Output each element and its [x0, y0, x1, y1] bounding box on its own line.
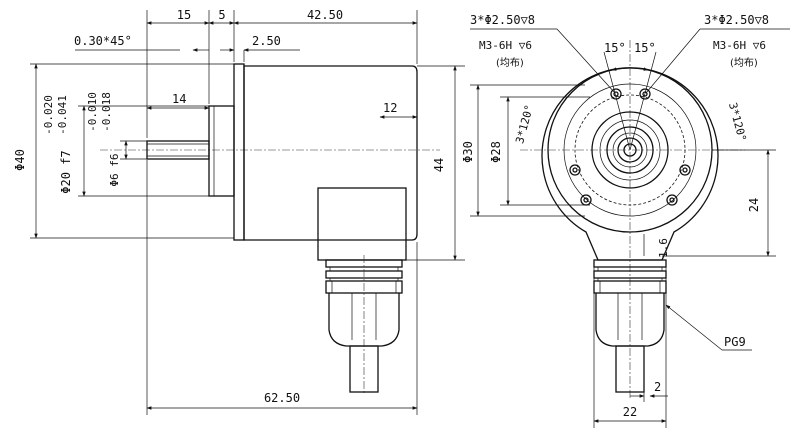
thread-spec-right: M3-6H ▽6: [713, 39, 766, 52]
dim-14: 14: [172, 92, 186, 106]
hole-spec-right: 3*Φ2.50▽8: [704, 13, 769, 27]
dim-top-42-50: 42.50: [307, 8, 343, 22]
dim-dia-40: Φ40: [13, 149, 27, 171]
dim-chamfer: 0.30*45°: [74, 34, 132, 48]
front-view: 15° 15° 3*Φ2.50▽8 M3-6H ▽6 (均布) 3*Φ2.50▽…: [461, 13, 790, 428]
cable-outline: [349, 345, 379, 393]
pattern-left: 3*120°: [513, 103, 536, 145]
dim-dia-6: Φ6 f6: [108, 153, 121, 186]
angle-left: 15°: [604, 41, 626, 55]
mount-hole: [666, 194, 678, 206]
mount-hole: [639, 88, 651, 100]
mount-hole: [569, 164, 581, 176]
hole-spec-left: 3*Φ2.50▽8: [470, 13, 535, 27]
side-view: 15 5 42.50 0.30*45° 2.50 14 12 44 62.50 …: [13, 8, 465, 415]
dim-top-5: 5: [218, 8, 225, 22]
flange-outline: [233, 63, 245, 241]
dim-dia-20: Φ20 f7: [59, 150, 73, 193]
dim-12: 12: [383, 101, 397, 115]
mount-hole: [580, 194, 592, 206]
mount-hole: [679, 164, 691, 176]
dim-2-50: 2.50: [252, 34, 281, 48]
tol-40-upper: -0.020: [42, 95, 55, 135]
gland-label: PG9: [724, 335, 746, 349]
mounting-holes: [569, 88, 691, 206]
dim-62-50: 62.50: [264, 391, 300, 405]
mount-hole: [610, 88, 622, 100]
tol-20-upper: -0.010: [86, 92, 99, 132]
spigot-circle: [591, 111, 669, 189]
dim-dia-28: Φ28: [489, 141, 503, 163]
note-left: (均布): [496, 57, 524, 69]
front-cable: [615, 345, 645, 393]
dim-dia-30: Φ30: [461, 141, 475, 163]
thread-spec-left: M3-6H ▽6: [479, 39, 532, 52]
connector-box: [317, 187, 407, 261]
tol-40-lower: -0.041: [56, 95, 69, 135]
tol-20-lower: -0.018: [100, 92, 113, 132]
housing-outline: [243, 65, 418, 241]
dim-24: 24: [747, 198, 761, 212]
dim-1-6: 1.6: [657, 238, 670, 258]
pattern-right: 3*120°: [726, 101, 749, 143]
angle-right: 15°: [634, 41, 656, 55]
note-right: (均布): [730, 57, 758, 69]
spigot-outline: [208, 105, 235, 197]
dim-2: 2: [654, 380, 661, 394]
dim-top-15: 15: [177, 8, 191, 22]
dim-44: 44: [432, 158, 446, 172]
shaft-circle: [617, 137, 643, 163]
dim-22: 22: [623, 405, 637, 419]
